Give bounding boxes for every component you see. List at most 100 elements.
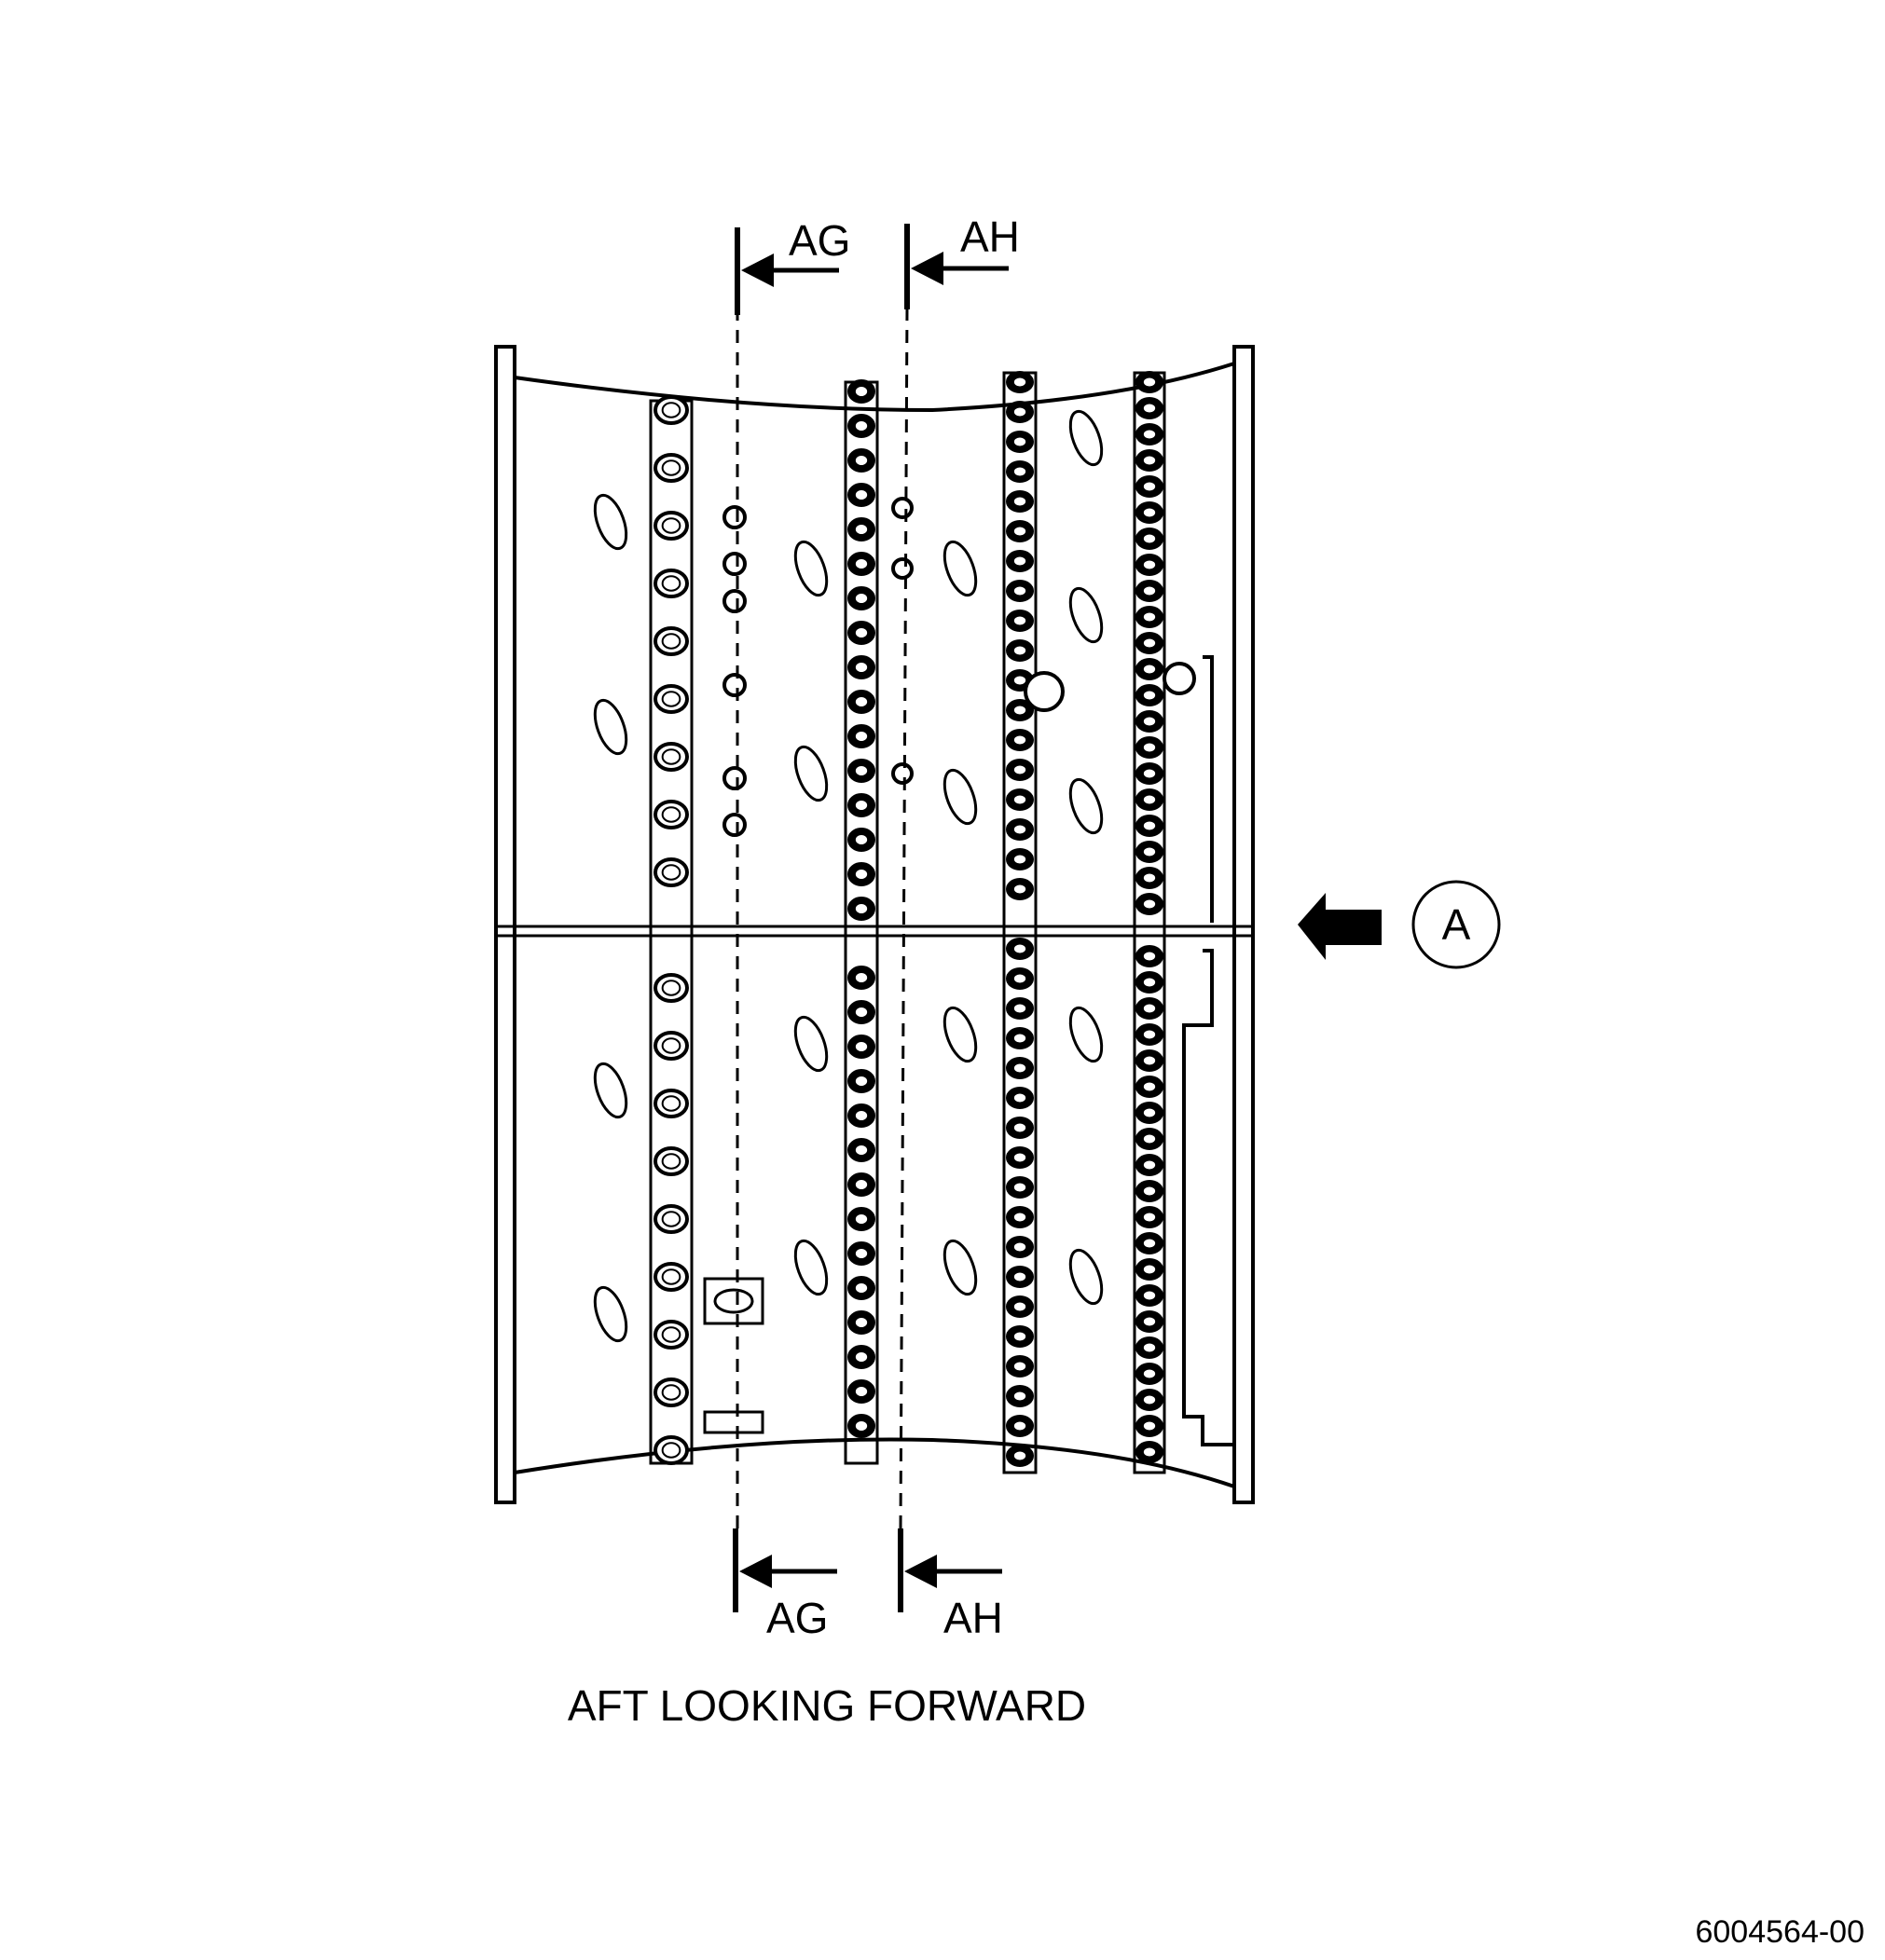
column-4-hole-inner	[1141, 637, 1158, 650]
column-2-hole-inner	[853, 832, 870, 847]
column-3-hole-inner	[1011, 376, 1028, 389]
boss	[891, 762, 914, 785]
section-cut-lines	[736, 307, 909, 1529]
column-2-hole-inner	[853, 1005, 870, 1020]
column-3-hole-inner	[1011, 435, 1028, 448]
column-1-hole-inner	[661, 1442, 681, 1459]
kidney-hole	[793, 1239, 829, 1296]
column-1-band	[649, 399, 694, 1465]
right-flange	[1232, 345, 1255, 1504]
column-4-hole-inner	[1141, 1132, 1158, 1145]
column-1-hole-inner	[661, 864, 681, 881]
column-1-hole-inner	[661, 459, 681, 476]
column-4-hole-inner	[1141, 950, 1158, 963]
view-caption: AFT LOOKING FORWARD	[568, 1681, 1086, 1730]
column-2-hole-inner	[853, 556, 870, 571]
column-3-hole-inner	[1011, 1062, 1028, 1075]
column-3-hole-inner	[1011, 1240, 1028, 1254]
column-2-hole-inner	[853, 591, 870, 606]
column-2-hole-inner	[853, 970, 870, 985]
column-4-hole-inner	[1141, 1211, 1158, 1224]
kidney-hole	[593, 493, 628, 551]
column-3-hole-inner	[1011, 1181, 1028, 1194]
column-4-hole-inner	[1141, 1158, 1158, 1172]
column-2-hole-inner	[853, 867, 870, 882]
view-marker-label: A	[1442, 900, 1471, 949]
column-1-hole-inner	[661, 633, 681, 650]
column-4-hole-inner	[1141, 428, 1158, 441]
column-2-hole-inner	[853, 763, 870, 778]
column-2-hole-inner	[853, 1177, 870, 1192]
column-4-hole-inner	[1141, 1367, 1158, 1380]
kidney-hole	[942, 768, 978, 826]
cut-line-ah	[899, 307, 909, 1529]
column-3-hole-inner	[1011, 853, 1028, 866]
column-1-hole-inner	[661, 575, 681, 592]
column-3-hole-inner	[1011, 1121, 1028, 1134]
column-2-hole-inner	[853, 453, 870, 468]
column-3-hole-inner	[1011, 793, 1028, 806]
column-2-hole-inner	[853, 1281, 870, 1295]
column-3-hole-inner	[1011, 584, 1028, 597]
column-4-hole-inner	[1141, 532, 1158, 545]
column-3-hole-inner	[1011, 674, 1028, 687]
column-3-hole-inner	[1011, 704, 1028, 717]
cut-marker-top-ag: AG	[735, 216, 850, 315]
left-flange	[494, 345, 516, 1504]
column-4-hole-inner	[1141, 402, 1158, 415]
column-2-hole-inner	[853, 1143, 870, 1158]
column-3-hole-inner	[1011, 1091, 1028, 1104]
column-4-hole-inner	[1141, 1263, 1158, 1276]
column-3-hole-inner	[1011, 525, 1028, 538]
column-2-hole-inner	[853, 487, 870, 502]
column-2-hole-inner	[853, 522, 870, 537]
column-3-hole-inner	[1011, 942, 1028, 955]
column-3-hole-inner	[1011, 1390, 1028, 1403]
column-3-hole-inner	[1011, 405, 1028, 418]
kidney-hole	[793, 745, 829, 802]
port-boss	[1024, 671, 1065, 712]
mount-pad-small	[703, 1410, 764, 1434]
column-3-hole-inner	[1011, 1270, 1028, 1283]
column-1-hole-inner	[661, 980, 681, 996]
column-3-hole-inner	[1011, 1151, 1028, 1164]
cut-marker-bottom-ah: AH	[898, 1528, 1003, 1642]
mount-pad-hole	[713, 1288, 754, 1314]
column-4-hole-inner	[1141, 1341, 1158, 1354]
column-3-hole-inner	[1011, 883, 1028, 896]
column-2-hole-inner	[853, 660, 870, 675]
column-1-hole-inner	[661, 1037, 681, 1054]
column-1-hole-inner	[661, 748, 681, 765]
kidney-hole	[1068, 1006, 1104, 1063]
column-2-hole-inner	[853, 901, 870, 916]
column-3-hole-inner	[1011, 1211, 1028, 1224]
column-4-hole-inner	[1141, 663, 1158, 676]
kidney-hole	[942, 1239, 978, 1296]
column-1-hole-inner	[661, 1095, 681, 1112]
column-4-hole-inner	[1141, 741, 1158, 754]
column-4-hole-inner	[1141, 1237, 1158, 1250]
column-4-hole-inner	[1141, 845, 1158, 858]
column-4-hole-inner	[1141, 689, 1158, 702]
column-3-hole-inner	[1011, 733, 1028, 747]
boss	[722, 589, 747, 613]
column-4-hole-inner	[1141, 1185, 1158, 1198]
cut-marker-bottom-ag: AG	[733, 1528, 837, 1642]
cut-label-bottom-ah: AH	[943, 1594, 1003, 1642]
column-3-hole-inner	[1011, 1419, 1028, 1432]
boss	[891, 497, 914, 519]
column-2-hole-inner	[853, 625, 870, 640]
column-4-hole-inner	[1141, 1419, 1158, 1432]
column-2-hole-inner	[853, 729, 870, 744]
kidney-hole	[942, 540, 978, 597]
column-4-hole-inner	[1141, 871, 1158, 884]
column-1-hole-inner	[661, 1326, 681, 1343]
boss	[722, 813, 747, 837]
column-4-hole-inner	[1141, 1106, 1158, 1119]
column-1-hole-inner	[661, 402, 681, 418]
column-1-hole-inner	[661, 1153, 681, 1170]
kidney-hole	[593, 698, 628, 756]
right-bracket	[1182, 655, 1234, 1446]
hole-columns	[593, 371, 1196, 1474]
